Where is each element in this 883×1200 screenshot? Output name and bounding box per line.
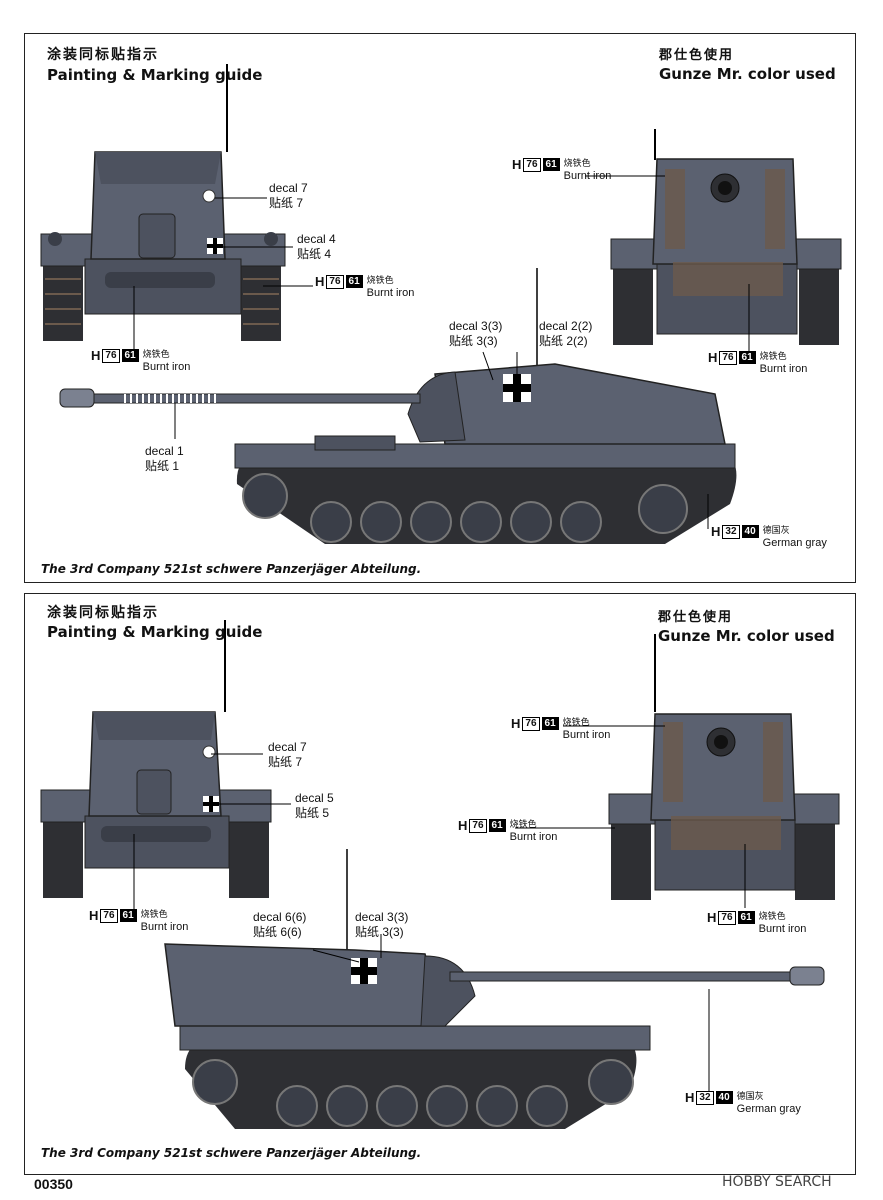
leader-lines-1 (133, 175, 750, 529)
marking-panel-2: 涂装同标贴指示 Painting & Marking guide 郡仕色使用 G… (24, 593, 856, 1175)
decal-3-3-label: decal 3(3)贴纸 3(3) (449, 319, 503, 348)
title-en: Painting & Marking guide (47, 623, 263, 641)
title-en: Painting & Marking guide (47, 66, 263, 84)
rear-view-vehicle (608, 634, 840, 900)
gunze-title-en: Gunze Mr. color used (659, 65, 836, 83)
gunze-title-en: Gunze Mr. color used (658, 627, 835, 645)
leader-lines-2 (133, 725, 746, 1094)
marking-panel-1: 涂装同标贴指示 Painting & Marking guide 郡仕色使用 G… (24, 33, 856, 583)
decal-3-3-label: decal 3(3)贴纸 3(3) (355, 910, 409, 939)
title-cn: 涂装同标贴指示 (47, 605, 159, 621)
unit-caption: The 3rd Company 521st schwere Panzerjäge… (41, 1146, 422, 1160)
german-cross-front (203, 796, 219, 812)
title-cn: 涂装同标贴指示 (47, 47, 159, 63)
rear-view-vehicle (610, 129, 842, 345)
page-number: 00350 (34, 1176, 73, 1192)
watermark-text: HOBBY SEARCH (722, 1174, 832, 1190)
vehicle-drawings-2 (40, 620, 840, 1129)
side-view-vehicle (59, 268, 737, 544)
gunze-title-cn: 郡仕色使用 (658, 610, 734, 625)
german-cross-side (351, 958, 377, 984)
unit-caption: The 3rd Company 521st schwere Panzerjäge… (41, 562, 422, 576)
german-cross-front (207, 238, 223, 254)
gunze-title-cn: 郡仕色使用 (659, 48, 735, 63)
vehicle-drawings-1 (40, 64, 842, 544)
decal-2-2-label: decal 2(2)贴纸 2(2) (539, 319, 593, 348)
front-view-vehicle (40, 620, 272, 898)
front-view-vehicle (40, 64, 286, 341)
decal-6-6-label: decal 6(6)贴纸 6(6) (253, 910, 307, 939)
